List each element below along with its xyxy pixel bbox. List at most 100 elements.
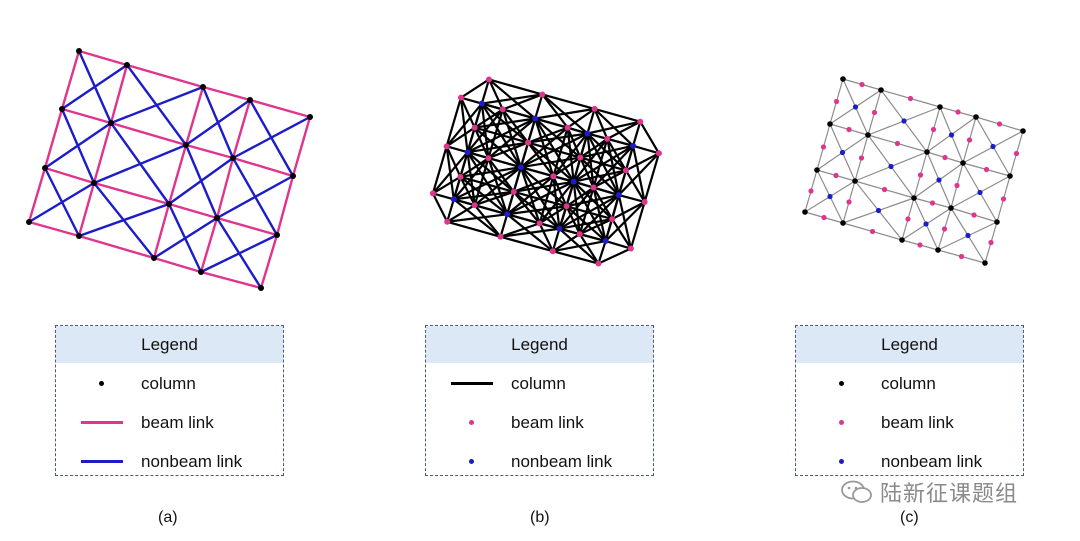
nonbeam-link-node xyxy=(602,238,609,245)
legend-item-column: column xyxy=(56,372,283,396)
beam-link-node xyxy=(859,81,865,88)
beam-link-node xyxy=(905,216,911,222)
beam-link-node xyxy=(499,106,506,113)
column-node xyxy=(198,269,204,275)
beam-link-line xyxy=(231,99,252,159)
column-edge xyxy=(625,169,646,203)
column-node xyxy=(42,165,48,171)
beam-link-node xyxy=(833,172,839,179)
column-edge xyxy=(466,151,515,193)
column-edge xyxy=(629,201,646,249)
column-node xyxy=(852,178,858,184)
caption-a: (a) xyxy=(158,509,178,526)
column-edge xyxy=(474,108,504,129)
column-edge xyxy=(473,127,490,159)
column-node xyxy=(840,220,846,226)
column-node xyxy=(827,121,833,127)
beam-link-node xyxy=(869,228,876,235)
column-edge xyxy=(488,141,529,160)
column-edge xyxy=(625,152,660,172)
column-edge xyxy=(480,103,490,159)
legend-a: Legend column beam link nonbeam link xyxy=(55,325,284,476)
column-edge xyxy=(446,220,501,238)
beam-link-node xyxy=(996,121,1003,127)
column-node xyxy=(814,167,820,173)
legend-item-beam-link: beam link xyxy=(426,411,653,435)
beam-link-node xyxy=(457,94,464,101)
beam-link-node xyxy=(622,167,629,174)
beam-link-node xyxy=(457,173,464,180)
column-edge xyxy=(567,107,596,129)
column-edge xyxy=(579,218,613,236)
column-node xyxy=(911,195,917,201)
nonbeam-link-node xyxy=(839,149,846,156)
column-edge xyxy=(592,138,609,188)
column-edge xyxy=(453,166,522,201)
beam-link-node xyxy=(486,76,492,83)
nonbeam-link-node xyxy=(615,192,622,199)
nonbeam-link-line xyxy=(216,174,294,220)
legend-symbol xyxy=(469,459,474,464)
legend-item-nonbeam-link: nonbeam link xyxy=(426,450,653,474)
nonbeam-link-node xyxy=(901,118,907,124)
column-edge xyxy=(432,151,469,195)
column-edge xyxy=(566,127,582,159)
column-edge xyxy=(481,102,529,144)
column-edge xyxy=(593,108,609,140)
column-node xyxy=(274,232,280,238)
beam-link-line xyxy=(109,64,129,124)
legend-item-beam-link: beam link xyxy=(796,411,1023,435)
column-edge xyxy=(500,222,540,238)
column-edge xyxy=(573,144,634,183)
legend-c: Legend column beam link nonbeam link xyxy=(795,325,1024,476)
wechat-icon xyxy=(841,480,872,503)
column-node xyxy=(307,114,313,120)
beam-link-node xyxy=(549,248,556,255)
legend-item-nonbeam-link: nonbeam link xyxy=(56,450,283,474)
legend-symbol xyxy=(81,421,123,424)
column-edge xyxy=(541,93,569,129)
beam-link-node xyxy=(958,253,965,260)
column-edge xyxy=(578,233,600,265)
column-edge xyxy=(446,198,455,223)
beam-link-line xyxy=(200,270,262,290)
column-edge xyxy=(597,247,632,265)
column-node xyxy=(59,106,65,112)
nonbeam-link-node xyxy=(977,189,983,196)
legend-symbol xyxy=(839,459,844,464)
legend-label: nonbeam link xyxy=(141,452,243,471)
legend-item-column: column xyxy=(796,372,1023,396)
beam-link-node xyxy=(1013,150,1020,157)
legend-label: nonbeam link xyxy=(881,452,983,471)
column-edge xyxy=(643,152,661,203)
legend-label: column xyxy=(511,374,566,393)
legend-label: column xyxy=(881,374,936,393)
legend-symbol xyxy=(81,460,123,463)
nonbeam-link-line xyxy=(78,202,170,238)
column-node xyxy=(994,219,1000,225)
column-edge xyxy=(552,127,569,177)
beam-link-line xyxy=(185,143,234,160)
column-edge xyxy=(453,190,514,201)
column-edge xyxy=(431,192,449,223)
column-node xyxy=(982,260,988,266)
nonbeam-link-node xyxy=(965,232,971,239)
beam-link-line xyxy=(259,234,279,289)
beam-link-node xyxy=(917,242,923,248)
beam-link-line xyxy=(92,122,113,184)
column-edge xyxy=(538,180,575,225)
beam-link-line xyxy=(28,220,80,238)
beam-link-node xyxy=(444,218,451,225)
column-node xyxy=(183,142,189,148)
beam-link-line xyxy=(215,157,235,219)
column-edge xyxy=(459,176,476,206)
column-edge xyxy=(488,78,543,96)
beam-link-node xyxy=(471,202,478,209)
column-edge xyxy=(513,175,554,193)
beam-link-line xyxy=(27,167,47,223)
nonbeam-link-line xyxy=(153,216,218,260)
nonbeam-link-node xyxy=(478,100,485,107)
beam-link-node xyxy=(894,140,901,147)
column-edge xyxy=(519,166,541,224)
column-edge xyxy=(480,79,491,104)
